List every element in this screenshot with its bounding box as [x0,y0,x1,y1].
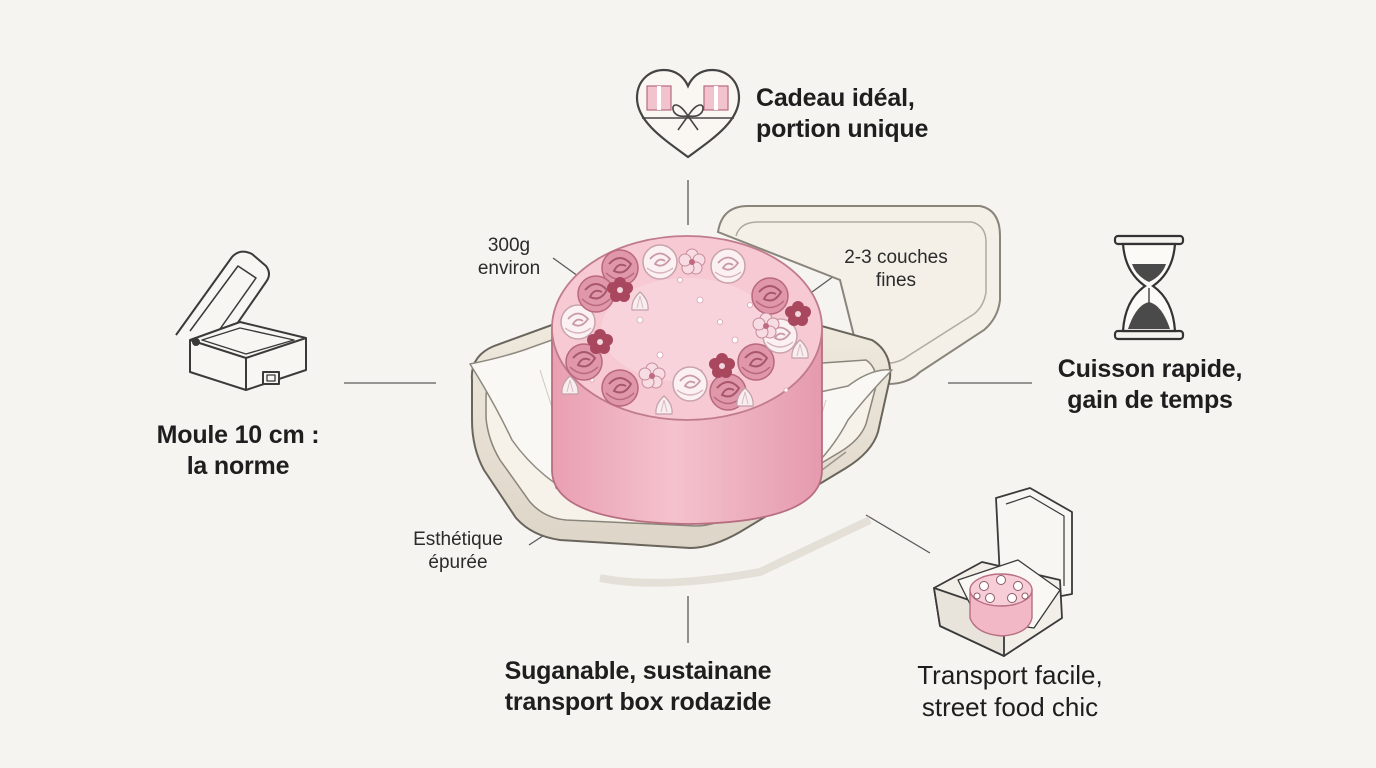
heart-gift-icon [635,68,741,159]
annotation-layers: 2-3 couches fines [844,247,948,292]
mini-cake-box-icon [933,487,1073,657]
connector-lines [344,180,1032,643]
annotation-aesthetic: Esthétique épurée [413,529,503,574]
hourglass-icon [1113,234,1185,341]
label-gift: Cadeau idéal, portion unique [756,84,929,143]
label-mold: Moule 10 cm : la norme [156,421,320,480]
label-transport: Transport facile, street food chic [917,660,1103,722]
label-box: Suganable, sustainane transport box roda… [504,657,772,716]
label-baking: Cuisson rapide, gain de temps [1057,355,1243,414]
bento-cake [551,235,823,525]
springform-mold-icon [175,250,307,391]
annotation-weight: 300g environ [477,235,541,280]
